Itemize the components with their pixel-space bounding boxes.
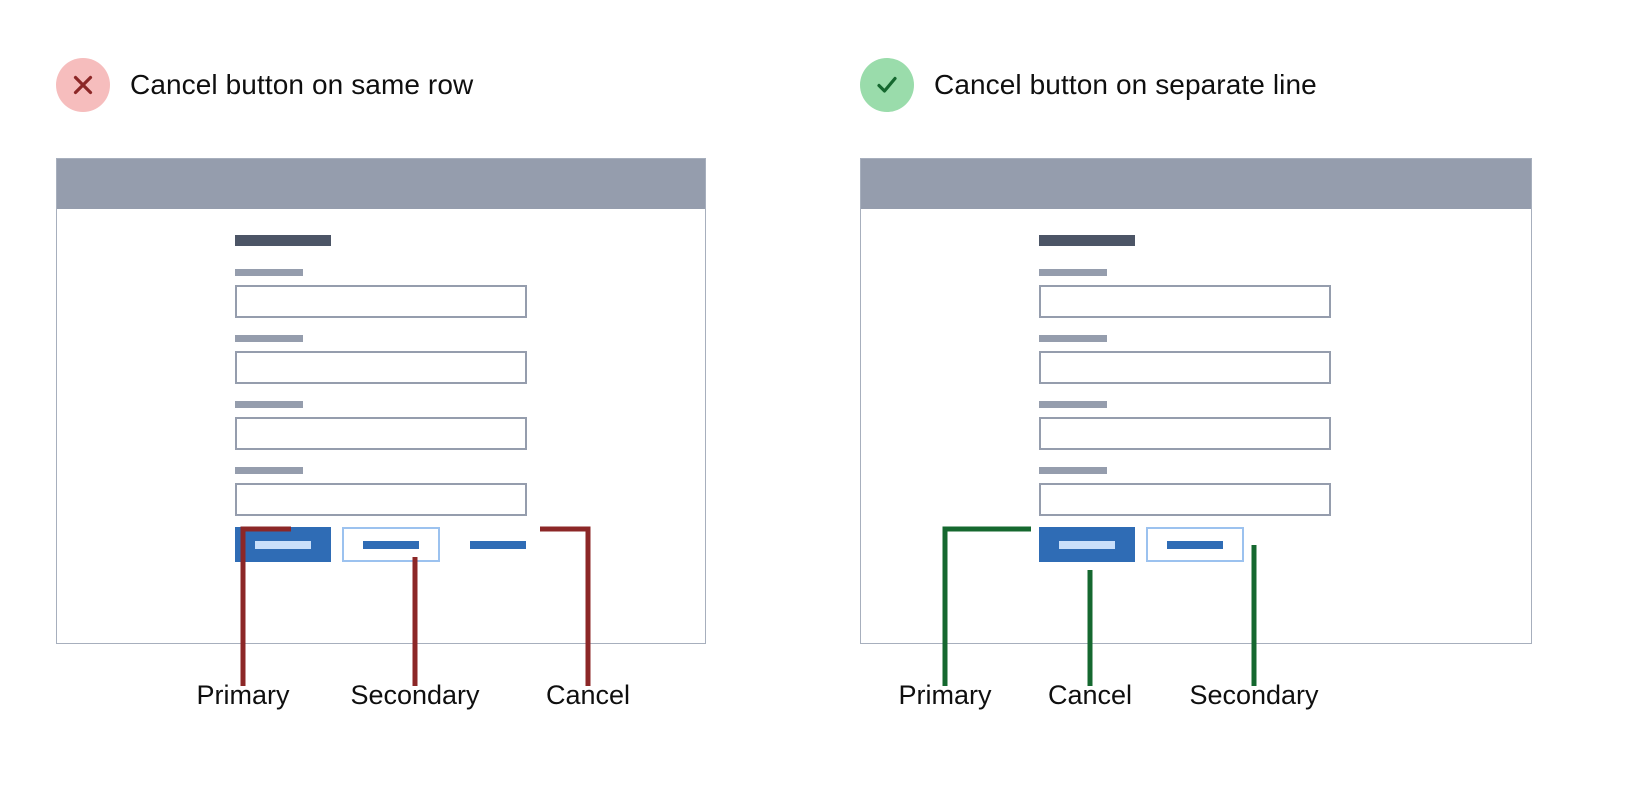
callout-label-cancel: Cancel	[545, 680, 631, 710]
callout-label-secondary: Secondary	[1189, 680, 1319, 710]
page-title-correct: Cancel button on separate line	[934, 69, 1317, 100]
button-label-placeholder	[1059, 540, 1115, 549]
field-label-placeholder	[235, 269, 303, 276]
text-input-1[interactable]	[1039, 285, 1331, 318]
button-label-placeholder	[1167, 540, 1223, 549]
form-field-1	[235, 269, 527, 318]
text-input-3[interactable]	[235, 417, 527, 450]
form-actions-row	[1039, 527, 1244, 562]
field-label-placeholder	[1039, 335, 1107, 342]
field-label-placeholder	[235, 335, 303, 342]
button-label-placeholder	[255, 540, 311, 549]
field-label-placeholder	[1039, 467, 1107, 474]
status-badge-correct	[860, 58, 914, 112]
form-actions-row	[235, 527, 546, 562]
text-input-1[interactable]	[235, 285, 527, 318]
form-field-3	[1039, 401, 1331, 450]
form-title-placeholder	[1039, 235, 1135, 246]
text-input-2[interactable]	[235, 351, 527, 384]
example-heading-correct: Cancel button on separate line	[860, 58, 1317, 112]
secondary-button[interactable]	[342, 527, 440, 562]
window-body	[861, 209, 1531, 643]
field-label-placeholder	[1039, 269, 1107, 276]
secondary-button[interactable]	[1146, 527, 1244, 562]
form-title-placeholder	[235, 235, 331, 246]
form-field-4	[235, 467, 527, 516]
callout-label-primary: Primary	[196, 680, 290, 710]
callout-label-secondary: Secondary	[350, 680, 480, 710]
example-cancel-separate-line: Cancel button on separate line	[838, 0, 1598, 810]
text-input-4[interactable]	[235, 483, 527, 516]
mock-form	[235, 235, 527, 533]
window-titlebar	[57, 159, 705, 209]
text-input-4[interactable]	[1039, 483, 1331, 516]
mock-dialog-window-correct	[860, 158, 1532, 644]
callout-label-primary: Primary	[898, 680, 992, 710]
field-label-placeholder	[1039, 401, 1107, 408]
text-input-3[interactable]	[1039, 417, 1331, 450]
callout-label-cancel: Cancel	[1047, 680, 1133, 710]
form-field-2	[1039, 335, 1331, 384]
form-actions-stacked	[1039, 527, 1244, 575]
primary-button[interactable]	[235, 527, 331, 562]
check-icon	[877, 76, 897, 93]
page-title-incorrect: Cancel button on same row	[130, 69, 474, 100]
form-field-1	[1039, 269, 1331, 318]
example-heading-incorrect: Cancel button on same row	[56, 58, 473, 112]
form-field-2	[235, 335, 527, 384]
cancel-button[interactable]	[450, 527, 546, 562]
form-field-3	[235, 401, 527, 450]
mock-form	[1039, 235, 1331, 533]
field-label-placeholder	[235, 467, 303, 474]
example-cancel-same-row: Cancel button on same row	[34, 0, 794, 810]
primary-button[interactable]	[1039, 527, 1135, 562]
window-titlebar	[861, 159, 1531, 209]
mock-dialog-window-incorrect	[56, 158, 706, 644]
status-badge-incorrect	[56, 58, 110, 112]
field-label-placeholder	[235, 401, 303, 408]
button-label-placeholder	[363, 540, 419, 549]
form-field-4	[1039, 467, 1331, 516]
window-body	[57, 209, 705, 643]
button-label-placeholder	[470, 540, 526, 549]
x-icon	[73, 75, 93, 95]
text-input-2[interactable]	[1039, 351, 1331, 384]
